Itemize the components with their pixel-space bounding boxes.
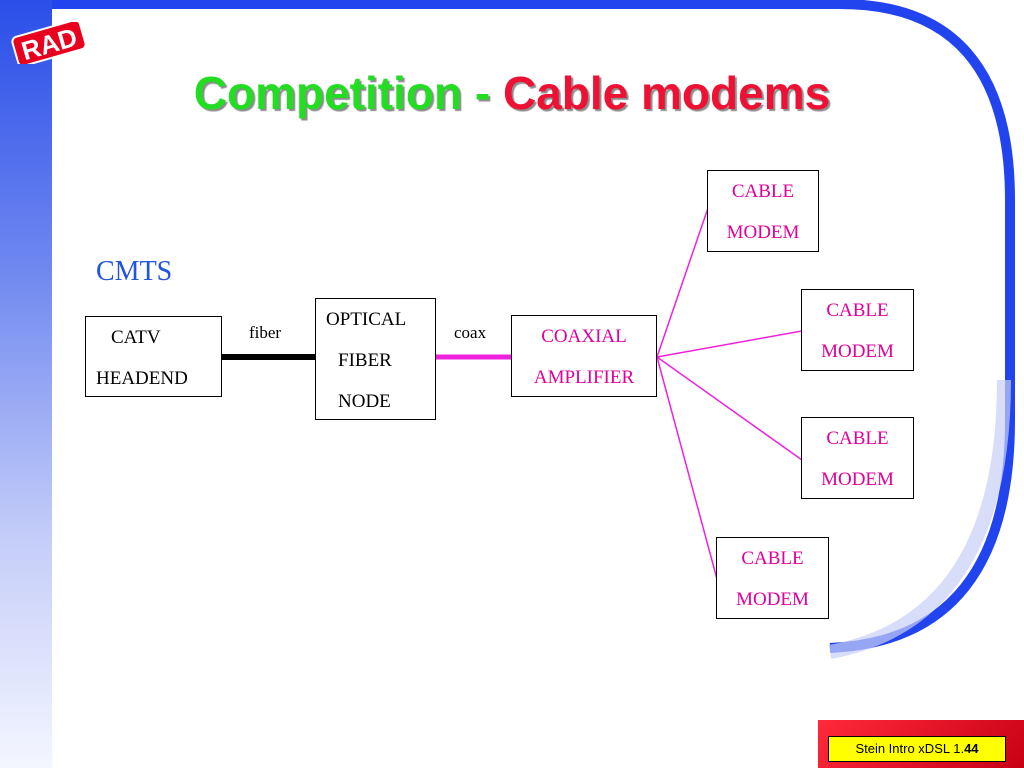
footer-panel: Stein Intro xDSL 1.44 [818,720,1024,768]
modem-4-line1: CABLE [741,548,804,569]
modem-4-line2: MODEM [736,589,809,610]
title-part-cable-modems: Cable modems [502,67,831,119]
footer-page-number: 44 [964,741,979,756]
optical-node-line3: NODE [338,391,391,412]
modem-3-line2: MODEM [821,469,894,490]
rad-logo: RAD [11,22,87,64]
branch-line-modem-3 [656,356,803,461]
cable-modem-box-1: CABLE MODEM [707,170,819,252]
amplifier-line2: AMPLIFIER [533,367,635,388]
amplifier-line1: COAXIAL [541,326,627,347]
modem-3-line1: CABLE [826,428,889,449]
modem-1-line1: CABLE [731,181,795,202]
headend-line2: HEADEND [96,368,188,389]
cmts-label: CMTS [96,256,173,287]
modem-2-line1: CABLE [826,300,889,321]
optical-fiber-node-box: OPTICAL FIBER NODE [315,298,436,420]
optical-node-line1: OPTICAL [326,309,407,330]
left-gradient-bar [0,0,52,768]
footer-text: Stein Intro xDSL 1. [855,741,965,756]
catv-headend-box: CATV HEADEND [85,316,222,397]
headend-line1: CATV [111,327,161,348]
cable-modem-box-2: CABLE MODEM [801,289,914,371]
footer-label: Stein Intro xDSL 1.44 [828,736,1006,762]
branch-line-modem-1 [656,207,709,358]
fiber-label: fiber [249,323,282,342]
title-part-competition: Competition - [193,67,503,119]
cable-modem-box-3: CABLE MODEM [801,417,914,499]
modem-1-line2: MODEM [726,222,800,243]
cable-modem-box-4: CABLE MODEM [716,537,829,619]
optical-node-line2: FIBER [338,350,392,371]
branch-line-modem-2 [656,330,803,358]
coaxial-amplifier-box: COAXIAL AMPLIFIER [511,315,657,397]
branch-line-modem-4 [656,356,718,580]
slide-title: Competition - Cable modems [0,66,1024,120]
modem-2-line2: MODEM [821,341,894,362]
coax-label: coax [454,323,487,342]
